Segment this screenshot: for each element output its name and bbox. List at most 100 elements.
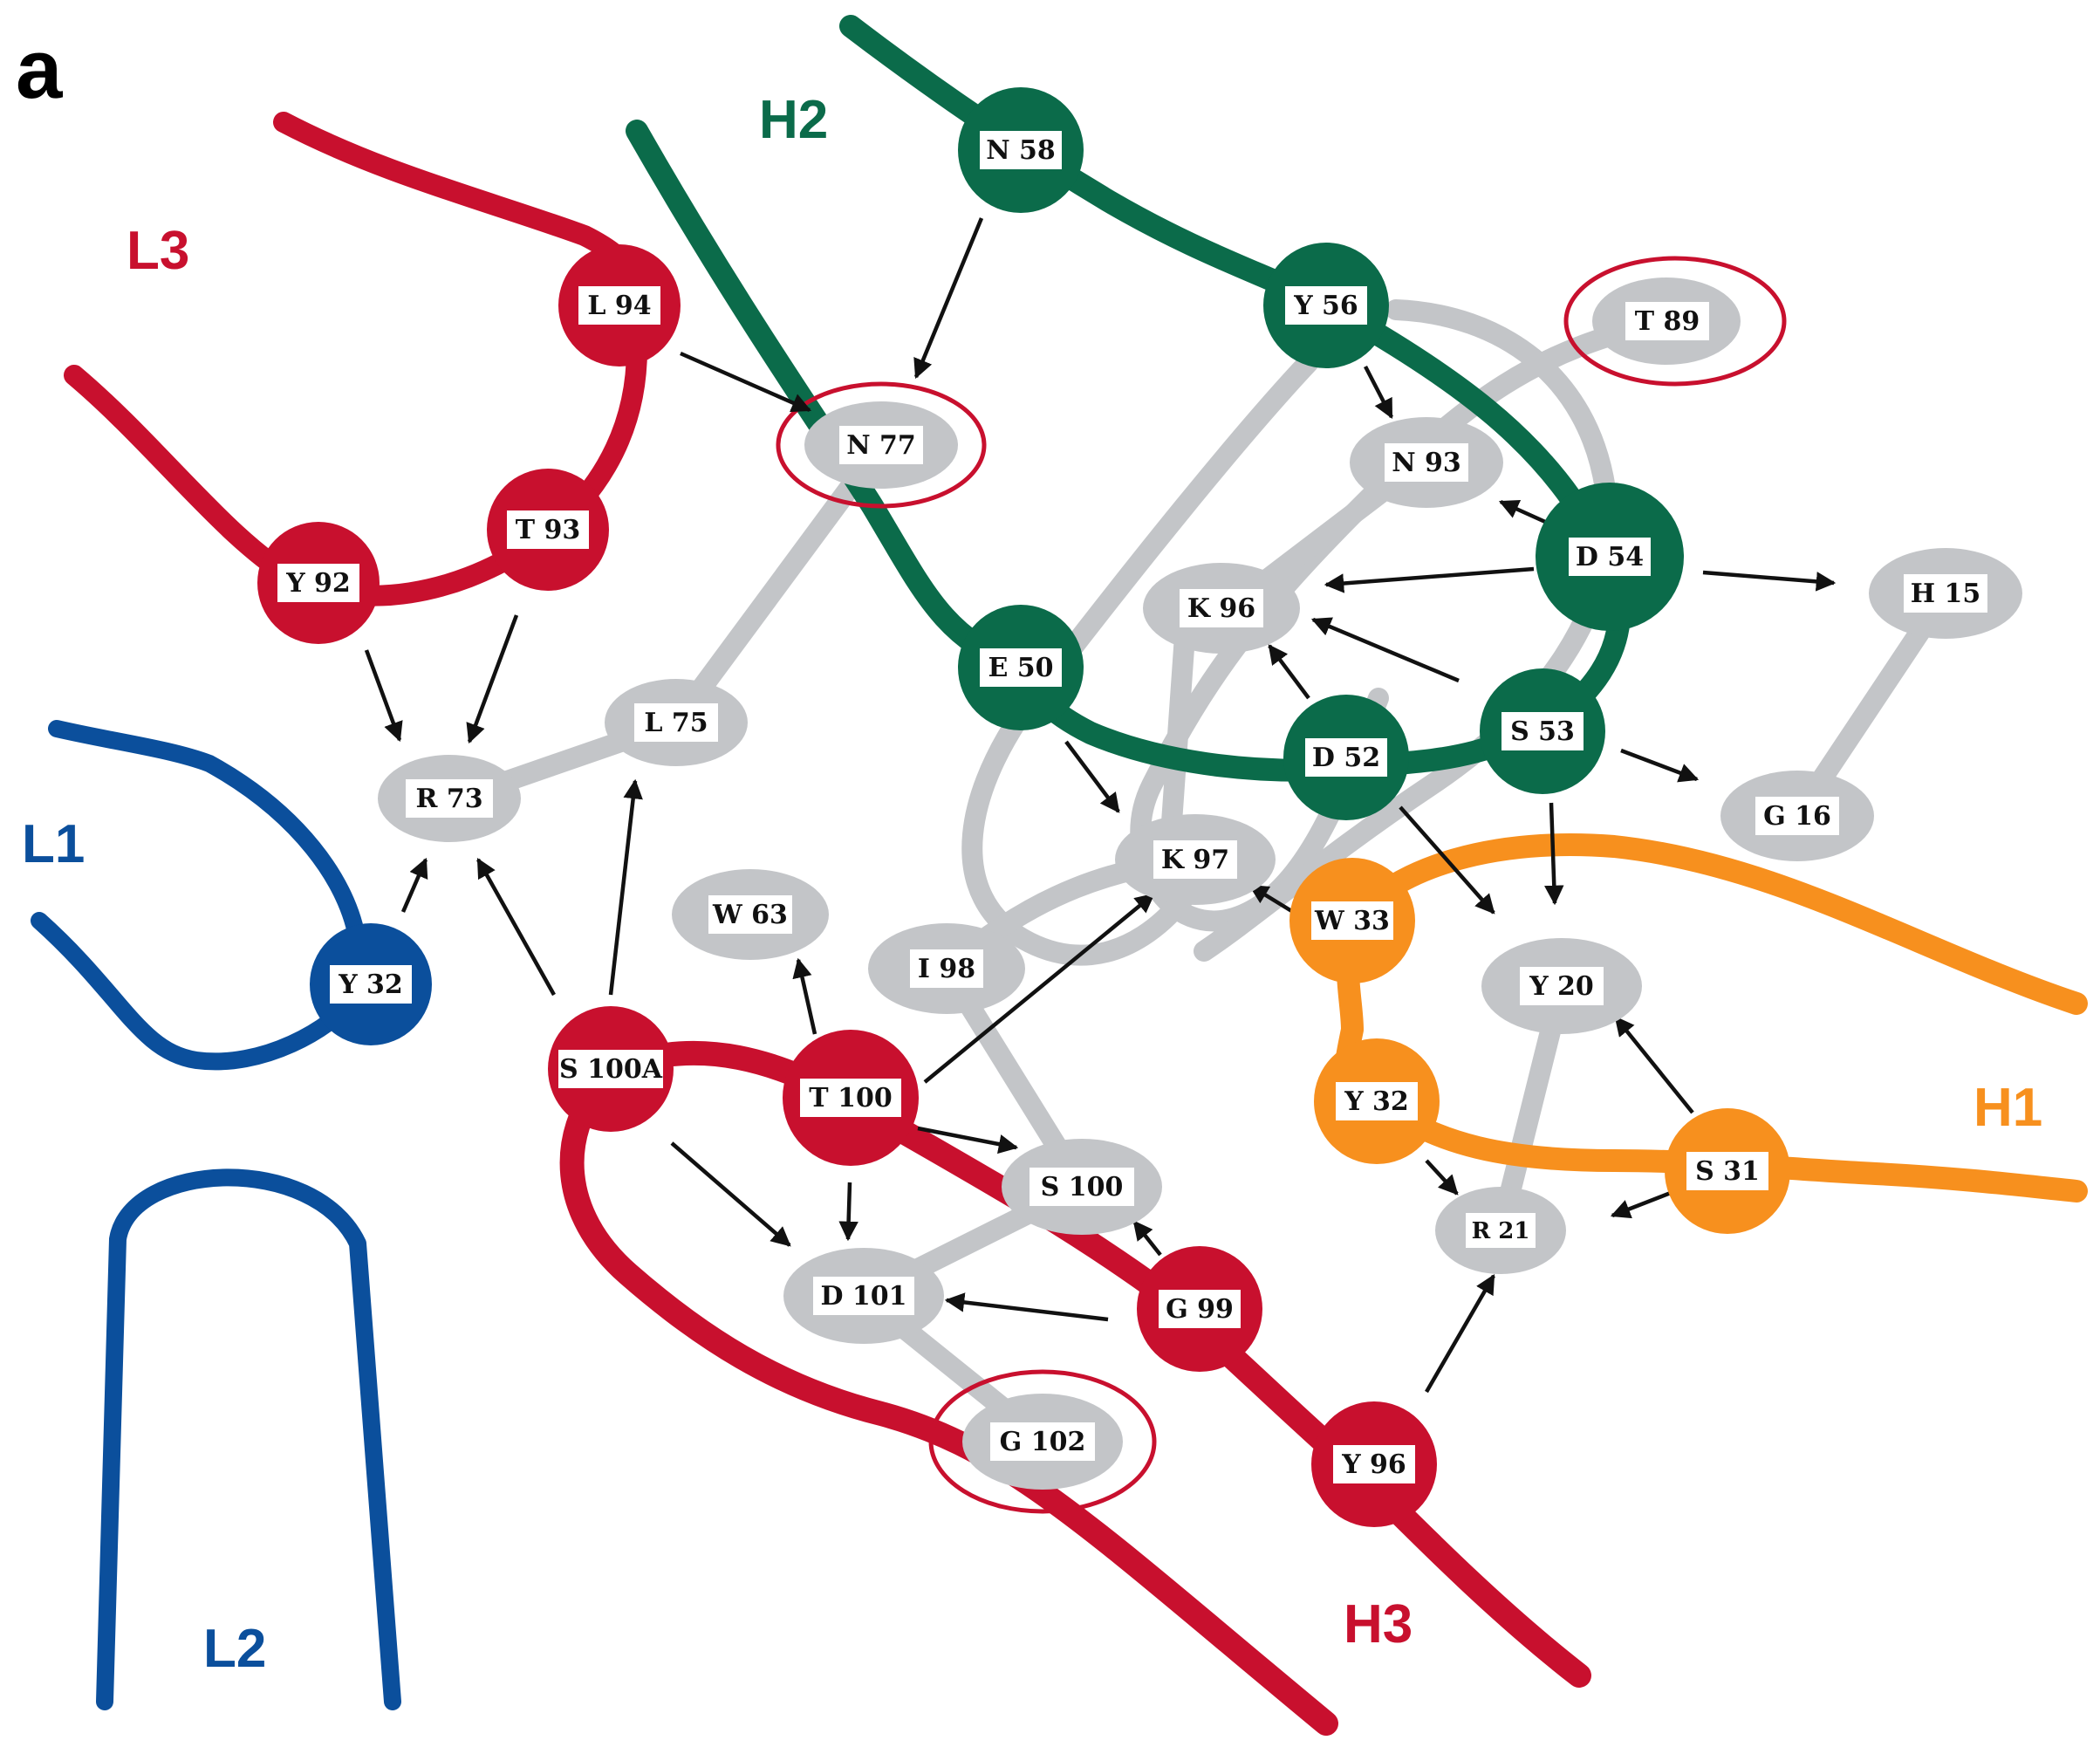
node-h15-box — [1904, 574, 1987, 613]
node-d54: D 54 — [1536, 483, 1684, 631]
node-t100: T 100 — [783, 1030, 919, 1166]
arrow-w33-k97 — [1248, 884, 1295, 914]
node-t100-box — [800, 1079, 901, 1117]
node-r73-box — [406, 779, 493, 818]
node-l75: L 75 — [605, 679, 748, 766]
node-t89-box — [1625, 302, 1709, 340]
gray-loop-y56 — [1194, 299, 1618, 962]
node-y20-label: Y 20 — [1529, 971, 1594, 1002]
chain-label-h3: H3 — [1344, 1594, 1413, 1655]
node-s31: S 31 — [1665, 1108, 1790, 1234]
node-t93: T 93 — [487, 469, 609, 591]
gray-link-l75-n77 — [666, 435, 892, 733]
node-s31-label: S 31 — [1695, 1156, 1760, 1187]
arrow-t100-d101 — [838, 1182, 858, 1242]
node-s100a-label: S 100A — [559, 1054, 663, 1085]
node-s31-box — [1686, 1152, 1768, 1190]
node-l75-label: L 75 — [644, 708, 708, 738]
arrow-d54-k96 — [1324, 566, 1535, 593]
node-s100-box — [1029, 1168, 1134, 1206]
arrow-y56-n93 — [1364, 365, 1393, 419]
arrow-s53-k96 — [1310, 617, 1460, 683]
chain-label-l1: L1 — [22, 814, 85, 874]
node-d101-label: D 101 — [820, 1281, 906, 1312]
node-d52-box — [1305, 738, 1387, 777]
node-s100: S 100 — [1002, 1139, 1162, 1235]
node-t93-label: T 93 — [516, 515, 581, 545]
arrow-s100a-l75 — [608, 778, 643, 996]
node-d101: D 101 — [783, 1248, 944, 1344]
highlight-ring-t89 — [1563, 256, 1787, 387]
node-i98: I 98 — [868, 923, 1025, 1014]
node-g16-box — [1755, 797, 1839, 835]
chain-label-l3: L3 — [127, 221, 189, 281]
node-e50: E 50 — [958, 605, 1084, 730]
arrow-d52-k96 — [1268, 644, 1310, 700]
arrow-s31-y20 — [1614, 1016, 1694, 1114]
h2-strand-left — [626, 120, 1032, 679]
arrow-s100a-d101 — [670, 1141, 791, 1247]
node-d54-label: D 54 — [1576, 542, 1644, 572]
arrow-t100-s100 — [917, 1126, 1019, 1154]
node-w33: W 33 — [1289, 858, 1415, 983]
node-k97: K 97 — [1115, 814, 1276, 905]
arrow-y92-r73 — [364, 649, 403, 743]
chain-labels: a L3 L1 L2 H2 H1 H3 — [16, 23, 2042, 1679]
interaction-arrows — [364, 217, 1837, 1394]
arrow-l94-n77 — [680, 351, 812, 413]
node-y56: Y 56 — [1263, 243, 1389, 368]
panel-letter: a — [16, 23, 63, 116]
node-y92-box — [277, 564, 359, 602]
node-d52-label: D 52 — [1312, 743, 1380, 773]
l1-upper-strand — [48, 720, 373, 995]
node-d54-box — [1569, 538, 1651, 576]
node-k96-label: K 96 — [1187, 593, 1255, 624]
node-r73-label: R 73 — [415, 784, 482, 814]
node-n93-box — [1385, 443, 1468, 482]
node-l94-box — [578, 286, 660, 325]
l3-residue-nodes: L 94 T 93 Y 92 — [257, 244, 681, 644]
node-n58-box — [980, 131, 1062, 169]
node-e50-box — [980, 648, 1062, 687]
arrow-s31-r21 — [1610, 1189, 1676, 1219]
arrow-y96-r21 — [1425, 1274, 1495, 1394]
node-y32-h1-box — [1336, 1082, 1418, 1120]
arrow-e50-k97 — [1064, 740, 1120, 813]
arrow-t100-k97 — [923, 893, 1155, 1084]
node-w33-label: W 33 — [1314, 906, 1390, 936]
node-k97-label: K 97 — [1161, 845, 1229, 875]
node-t93-box — [507, 510, 589, 549]
node-w33-box — [1311, 901, 1393, 940]
gray-residue-nodes: R 73 L 75 N 77 T 89 N 93 K 96 — [378, 277, 2022, 1490]
arrow-d52-y20 — [1399, 805, 1495, 915]
chain-label-h1: H1 — [1973, 1078, 2042, 1138]
arrow-d54-n93 — [1498, 499, 1554, 528]
node-r73: R 73 — [378, 755, 521, 842]
node-k96: K 96 — [1143, 563, 1300, 654]
arrow-y32l-r73 — [400, 857, 428, 913]
node-k97-box — [1153, 840, 1237, 879]
arrow-d54-h15 — [1702, 570, 1837, 592]
node-t100-label: T 100 — [809, 1083, 892, 1113]
h1-residue-nodes: W 33 Y 32 S 31 — [1289, 858, 1790, 1234]
highlight-ring-g102 — [928, 1369, 1157, 1514]
node-d101-box — [813, 1277, 914, 1315]
node-g102-label: G 102 — [1000, 1427, 1086, 1457]
node-n58: N 58 — [958, 87, 1084, 213]
node-y32-l1: Y 32 — [310, 923, 432, 1045]
node-l94: L 94 — [558, 244, 681, 367]
arrow-t100-w63 — [792, 957, 817, 1035]
arrow-s53-g16 — [1620, 748, 1700, 783]
h3-loop-strand — [559, 1070, 1338, 1736]
node-g99-box — [1159, 1290, 1241, 1328]
node-t89-label: T 89 — [1635, 306, 1700, 337]
node-y56-label: Y 56 — [1293, 291, 1358, 321]
node-i98-box — [910, 949, 983, 988]
node-h15: H 15 — [1869, 548, 2022, 639]
node-l94-label: L 94 — [587, 291, 651, 321]
highlight-rings — [776, 256, 1787, 1514]
node-i98-label: I 98 — [918, 954, 975, 984]
node-d52: D 52 — [1283, 695, 1409, 820]
